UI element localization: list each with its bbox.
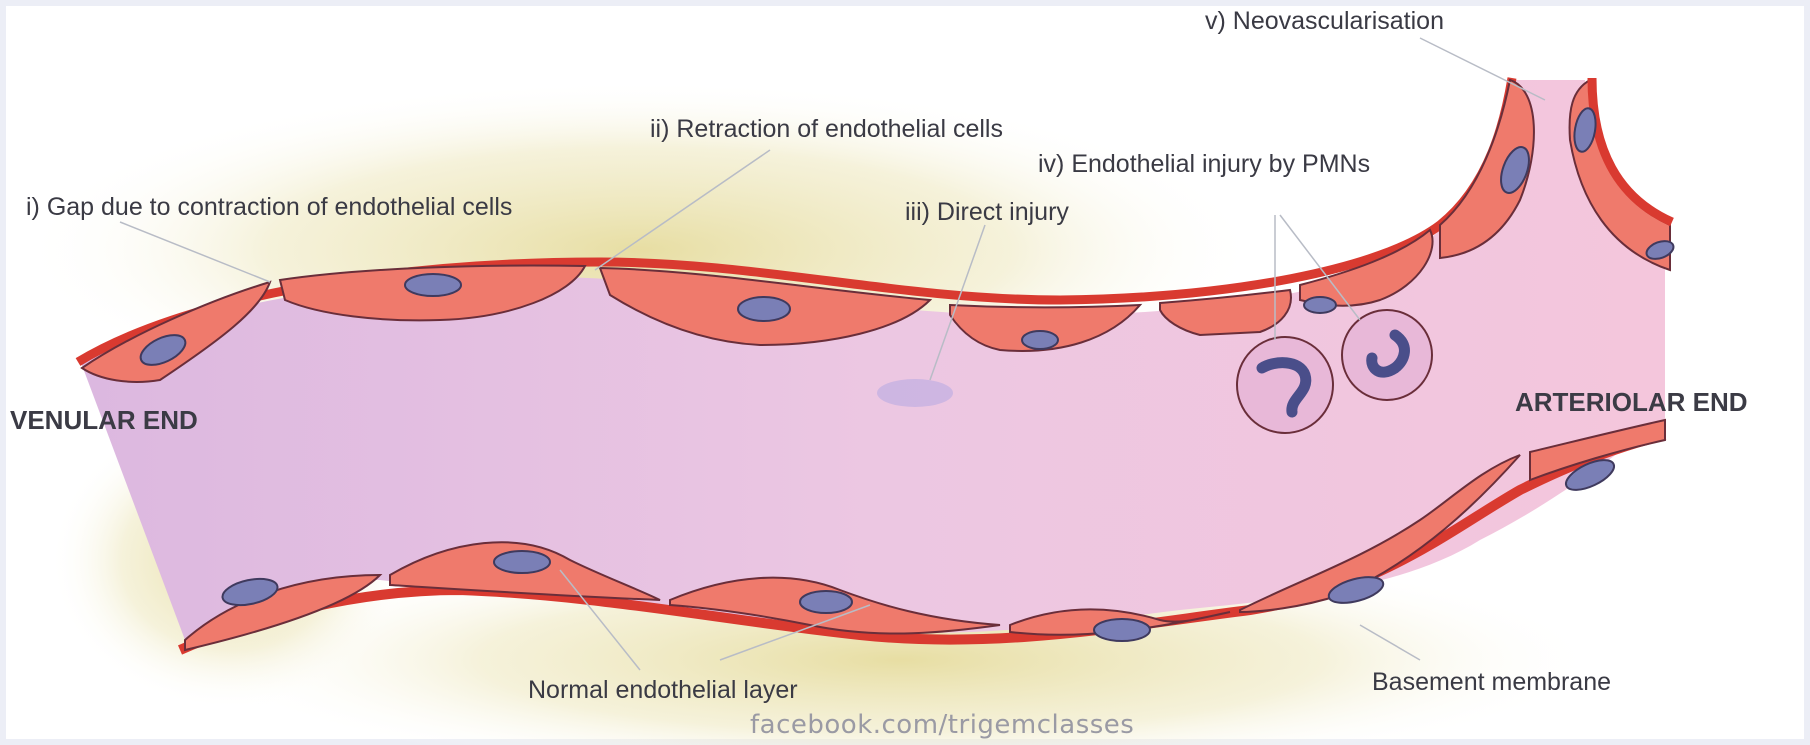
label-direct-injury: iii) Direct injury: [905, 198, 1069, 227]
label-gap-contraction: i) Gap due to contraction of endothelial…: [26, 193, 512, 222]
label-venular-end: VENULAR END: [10, 405, 198, 436]
watermark-text: facebook.com/trigemclasses: [750, 710, 1134, 740]
label-normal-endothelial-layer: Normal endothelial layer: [528, 676, 798, 705]
direct-injury-mark: [877, 379, 953, 407]
label-neovascularisation: v) Neovascularisation: [1205, 7, 1444, 36]
label-retraction: ii) Retraction of endothelial cells: [650, 115, 1003, 144]
label-pmn-injury: iv) Endothelial injury by PMNs: [1038, 150, 1370, 179]
pmn-cell-1: [1237, 337, 1333, 433]
pmn-cell-2: [1342, 310, 1432, 400]
label-arteriolar-end: ARTERIOLAR END: [1515, 387, 1748, 418]
label-basement-membrane: Basement membrane: [1372, 668, 1611, 697]
